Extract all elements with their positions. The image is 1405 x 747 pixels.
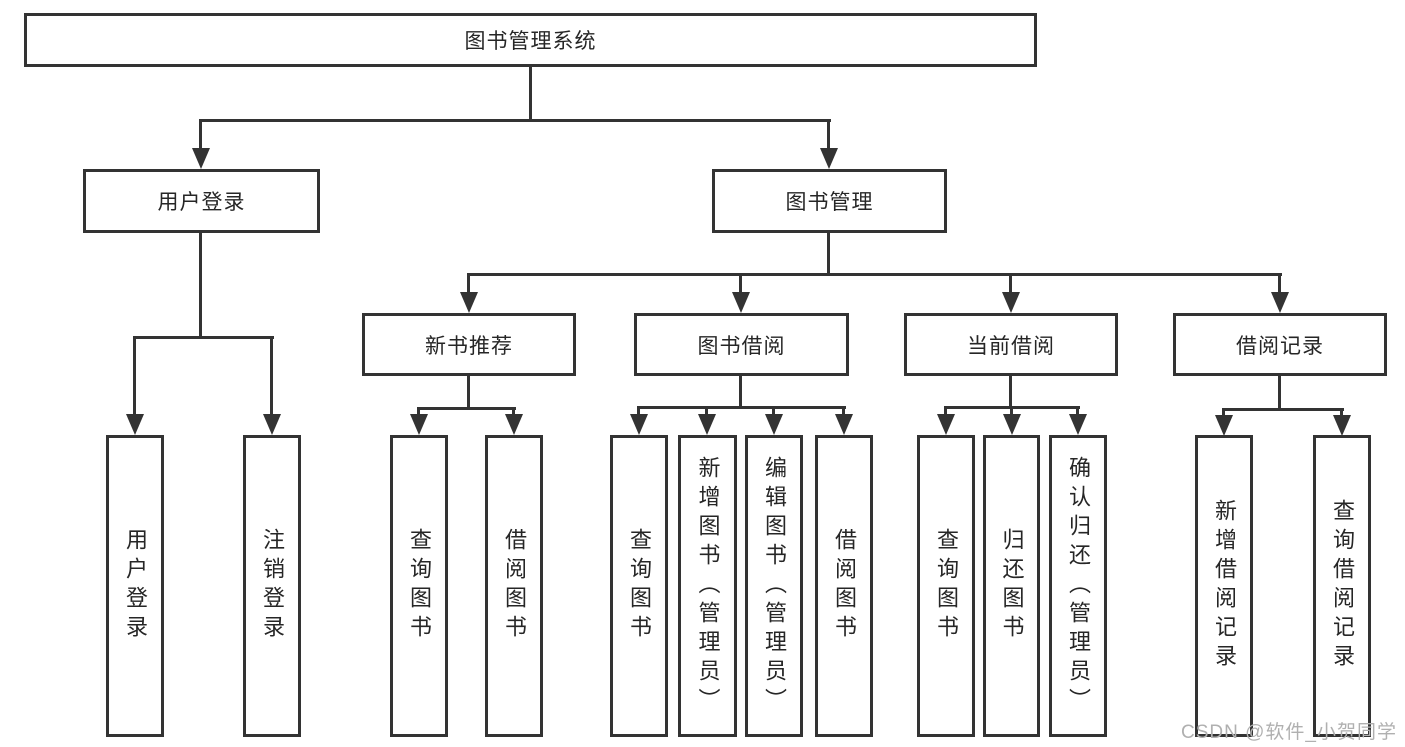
arrowhead-current-query (937, 414, 955, 435)
node-current-return-books-label: 归还图书 (999, 528, 1025, 644)
node-root: 图书管理系统 (24, 13, 1037, 67)
connector-drop-borrow-add (705, 406, 708, 416)
connector-recommend-stem (467, 376, 470, 407)
arrowhead-current-confirm (1069, 414, 1087, 435)
node-current-confirm-return-admin: 确认归还（管理员） (1049, 435, 1107, 737)
connector-drop-logout-leaf (270, 336, 273, 414)
connector-drop-records-add (1222, 408, 1225, 416)
connector-borrow-bar (637, 406, 846, 409)
arrowhead-borrow-borrow (835, 414, 853, 435)
node-user-login-action: 用户登录 (106, 435, 164, 737)
node-borrow-query-books-label: 查询图书 (627, 528, 652, 644)
connector-drop-recommend-query (417, 407, 420, 416)
node-current-query-books-label: 查询图书 (934, 528, 959, 644)
connector-book-management-stem (827, 233, 830, 273)
connector-root-stem (529, 67, 532, 119)
arrowhead-borrow-edit (765, 414, 783, 435)
node-borrow-query-books: 查询图书 (610, 435, 668, 737)
connector-user-login-bar (133, 336, 274, 339)
arrowhead-records-query (1333, 415, 1351, 436)
connector-drop-current-confirm (1076, 406, 1079, 416)
node-recommend-query-books-label: 查询图书 (407, 528, 432, 644)
connector-records-stem (1278, 376, 1281, 408)
node-borrow-edit-books-admin-label: 编辑图书（管理员） (762, 455, 787, 717)
node-borrow-borrow-books-label: 借阅图书 (832, 528, 857, 644)
node-current-query-books: 查询图书 (917, 435, 975, 737)
connector-drop-borrow-edit (772, 406, 775, 416)
arrowhead-recommend-borrow (505, 414, 523, 435)
connector-current-stem (1009, 376, 1012, 406)
node-current-borrow: 当前借阅 (904, 313, 1118, 376)
connector-drop-login-leaf (133, 336, 136, 414)
node-user-login: 用户登录 (83, 169, 320, 233)
node-user-login-label: 用户登录 (157, 191, 246, 214)
node-records-add-record: 新增借阅记录 (1195, 435, 1253, 737)
node-new-book-recommend: 新书推荐 (362, 313, 576, 376)
arrowhead-user-login (192, 148, 210, 169)
arrowhead-book-management (820, 148, 838, 169)
arrowhead-borrow-add (698, 414, 716, 435)
connector-drop-user-login (199, 119, 202, 150)
connector-drop-recommend-borrow (512, 407, 515, 416)
node-borrow-records-label: 借阅记录 (1236, 334, 1324, 358)
node-borrow-borrow-books: 借阅图书 (815, 435, 873, 737)
node-current-confirm-return-admin-label: 确认归还（管理员） (1066, 455, 1091, 717)
node-new-book-recommend-label: 新书推荐 (425, 334, 513, 358)
node-book-borrow-label: 图书借阅 (697, 334, 786, 358)
node-borrow-edit-books-admin: 编辑图书（管理员） (745, 435, 803, 737)
connector-drop-current-return (1010, 406, 1013, 416)
node-book-borrow: 图书借阅 (634, 313, 849, 376)
arrowhead-borrow-query (630, 414, 648, 435)
arrowhead-current-return (1003, 414, 1021, 435)
connector-drop-current (1009, 273, 1012, 292)
arrowhead-login-leaf (126, 414, 144, 435)
node-logout: 注销登录 (243, 435, 301, 737)
arrowhead-borrow (732, 292, 750, 313)
node-records-query-record-label: 查询借阅记录 (1330, 499, 1355, 673)
connector-recommend-bar (417, 407, 516, 410)
arrowhead-records (1271, 292, 1289, 313)
node-logout-label: 注销登录 (260, 528, 285, 644)
connector-drop-borrow (739, 273, 742, 292)
arrowhead-current (1002, 292, 1020, 313)
connector-level1-bar (199, 119, 831, 122)
connector-drop-recommend (467, 273, 470, 292)
connector-drop-borrow-query (637, 406, 640, 416)
connector-drop-records-query (1340, 408, 1343, 416)
node-recommend-query-books: 查询图书 (390, 435, 448, 737)
connector-user-login-stem (199, 233, 202, 336)
node-records-query-record: 查询借阅记录 (1313, 435, 1371, 737)
node-recommend-borrow-books-label: 借阅图书 (502, 528, 527, 644)
node-current-return-books: 归还图书 (983, 435, 1040, 737)
node-recommend-borrow-books: 借阅图书 (485, 435, 543, 737)
connector-drop-book-management (827, 119, 830, 150)
node-borrow-add-books-admin: 新增图书（管理员） (678, 435, 737, 737)
arrowhead-logout-leaf (263, 414, 281, 435)
connector-drop-current-query (944, 406, 947, 416)
node-records-add-record-label: 新增借阅记录 (1212, 499, 1237, 673)
connector-records-bar (1222, 408, 1344, 411)
connector-drop-records (1278, 273, 1281, 292)
node-borrow-records: 借阅记录 (1173, 313, 1387, 376)
connector-borrow-stem (739, 376, 742, 406)
arrowhead-recommend-query (410, 414, 428, 435)
arrowhead-records-add (1215, 415, 1233, 436)
node-book-management: 图书管理 (712, 169, 947, 233)
csdn-watermark: CSDN @软件_小贺同学 (1181, 722, 1397, 743)
node-borrow-add-books-admin-label: 新增图书（管理员） (695, 455, 721, 717)
node-user-login-action-label: 用户登录 (123, 528, 148, 644)
connector-level3-bar (467, 273, 1282, 276)
connector-drop-borrow-borrow (842, 406, 845, 416)
node-root-label: 图书管理系统 (464, 30, 597, 53)
node-current-borrow-label: 当前借阅 (967, 334, 1055, 358)
arrowhead-recommend (460, 292, 478, 313)
node-book-management-label: 图书管理 (785, 191, 874, 214)
